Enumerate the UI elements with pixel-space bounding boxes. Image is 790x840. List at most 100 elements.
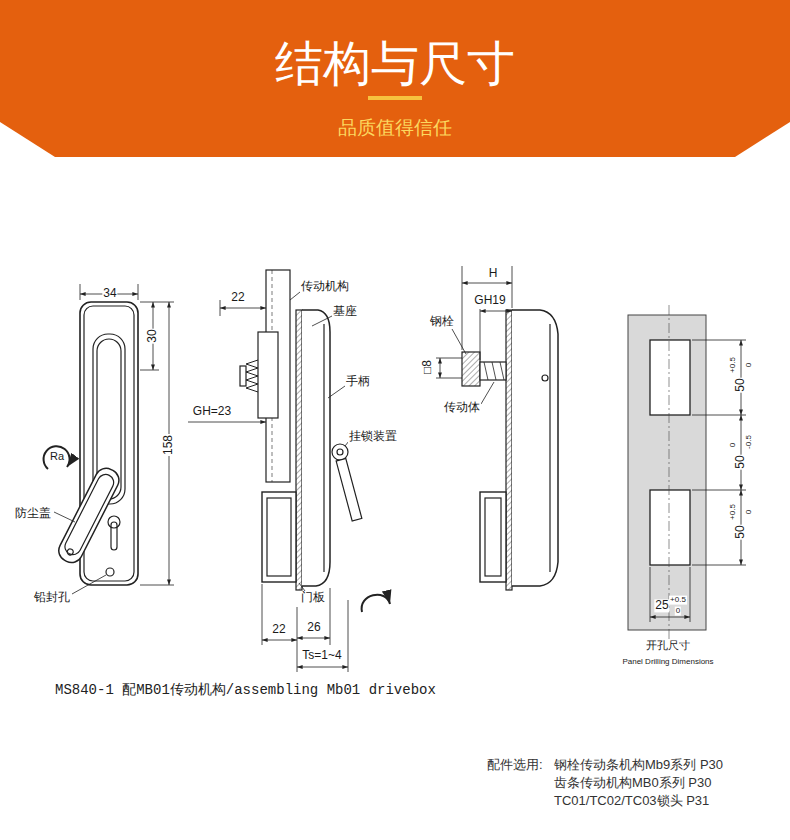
drawing-line: [480, 492, 506, 582]
drawing-line: [84, 306, 134, 581]
dimension-label: 158: [162, 434, 175, 456]
drawing-line: [62, 472, 116, 558]
dimension-label: 铅封孔: [33, 591, 71, 604]
dimension-label: +0.5: [729, 503, 738, 521]
drawing-line: [188, 292, 349, 672]
drawing-line: [628, 315, 706, 630]
dimension-label: +0.5: [669, 596, 687, 605]
drawing-line: [485, 498, 501, 576]
band-fill: [0, 0, 790, 157]
dimension-label: 22: [271, 623, 286, 636]
drawing-line: [296, 310, 302, 590]
drawing-line: [262, 492, 296, 582]
drawing-line: [480, 309, 481, 360]
title-underline: [368, 96, 422, 100]
dimension-label: 钢栓: [429, 315, 455, 328]
part-label: Panel Drilling Dimensions: [621, 658, 714, 667]
drawing-line: [480, 311, 512, 312]
dimension-label: 50: [734, 377, 747, 392]
drawing-line: [669, 305, 670, 640]
dimension-label: 防尘盖: [14, 507, 52, 520]
drawing-line: [297, 607, 298, 672]
drawing-line: [328, 386, 345, 398]
drawing-line: [297, 638, 330, 639]
drawing-line: [336, 458, 362, 520]
drawing-line: [290, 292, 300, 300]
drawing-line: [55, 465, 123, 567]
dimension-label: 传动机构: [300, 280, 350, 293]
drawing-line: [462, 266, 463, 350]
drawing-line: [302, 310, 330, 586]
dimension-label: 0: [729, 442, 738, 448]
drawing-line: [323, 324, 324, 572]
subtitle: 品质值得信任: [0, 117, 790, 138]
drawing-line: [512, 266, 513, 308]
drawing-line: [262, 640, 297, 641]
parts-note: TC01/TC02/TC03锁头 P31: [553, 794, 710, 808]
drawing-line: [267, 498, 291, 576]
figure-caption: MS840-1 配MB01传动机构/assembling Mb01 driveb…: [55, 683, 436, 698]
parts-note: 钢栓传动条机构Mb9系列 P30: [553, 758, 724, 772]
dimension-label: 门板: [300, 591, 326, 604]
drawing-line: [512, 310, 558, 586]
dimension-label: 传动体: [443, 401, 481, 414]
header-band: 结构与尺寸品质值得信任: [0, 0, 790, 160]
drawing-line: [440, 358, 441, 378]
drawing-line: [692, 340, 746, 341]
drawing-line: [650, 567, 651, 622]
dimension-label: 34: [102, 287, 117, 300]
drawing-line: [240, 366, 246, 386]
drawing-line: [80, 284, 81, 300]
part-label: Ra: [49, 450, 65, 462]
drawing-line: [650, 340, 746, 622]
drawing-line: [348, 600, 349, 672]
dimension-label: □8: [421, 359, 434, 375]
drawing-line: [337, 449, 343, 455]
drawing-line: [692, 415, 746, 416]
drawing-line: [54, 284, 174, 594]
drawing-line: [542, 375, 548, 381]
drawing-line: [111, 522, 117, 550]
drawing-line: [692, 565, 746, 566]
drawing-line: [436, 266, 512, 404]
drawing-line: [690, 567, 691, 622]
drawing-line: [362, 595, 390, 612]
front-view: [44, 284, 174, 594]
dimension-label: 22: [230, 291, 245, 304]
drawing-line: [44, 446, 70, 469]
dimension-label: 基座: [332, 305, 358, 318]
drawing-line: [188, 422, 266, 423]
drawing-line: [299, 583, 305, 591]
dimension-label: GH19: [473, 294, 506, 307]
drawing-line: [220, 300, 221, 316]
drawing-line: [452, 329, 466, 354]
drawing-line: [258, 332, 278, 418]
drawing-line: [246, 360, 258, 392]
dimension-label: 挂锁装置: [348, 430, 398, 443]
part-label: 开孔尺寸: [645, 639, 691, 651]
page-title: 结构与尺寸: [0, 37, 790, 90]
drawing-line: [66, 548, 74, 556]
dimension-label: Ts=1~4: [301, 649, 342, 662]
drawing-line: [330, 588, 331, 645]
drawing-line: [72, 575, 106, 594]
dimension-label: 25: [654, 599, 669, 612]
drawing-line: [506, 310, 512, 590]
drawing-line: [106, 568, 114, 576]
dimension-label: 50: [734, 454, 747, 469]
dimension-label: 0: [745, 509, 754, 515]
drawing-line: [650, 490, 690, 565]
dimension-label: -0.5: [745, 434, 754, 450]
drawing-line: [332, 444, 348, 460]
drawing-line: [692, 490, 746, 491]
dimension-label: 30: [146, 328, 159, 343]
drawing-line: [650, 617, 690, 618]
drawing-line: [312, 316, 332, 326]
dimension-label: 0: [745, 362, 754, 368]
dimension-label: GH=23: [192, 405, 232, 418]
drawing-line: [297, 667, 348, 668]
dimension-label: 26: [306, 621, 321, 634]
drawing-line: [650, 340, 690, 415]
dimension-label: +0.5: [729, 356, 738, 374]
